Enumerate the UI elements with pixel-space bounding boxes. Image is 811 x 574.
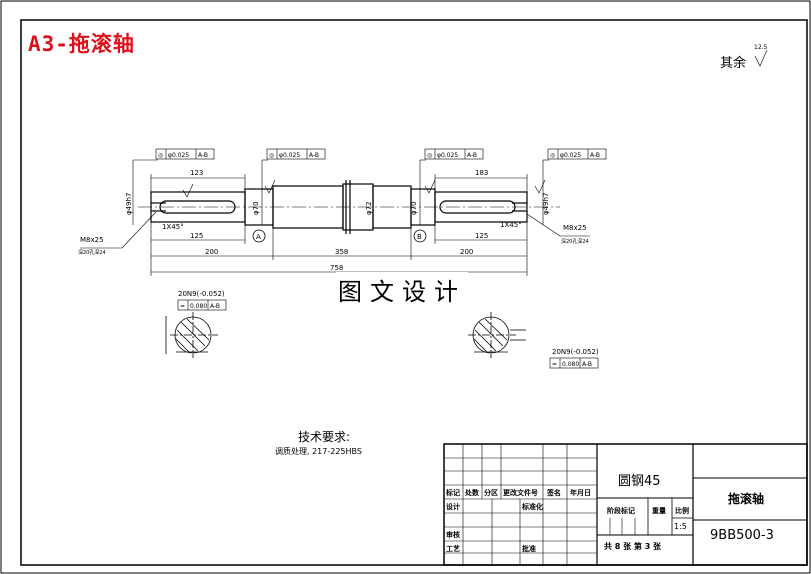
tb-material: 圆钢45: [618, 474, 661, 489]
tol-3-val: φ0.025: [437, 152, 458, 159]
tol-2-sym: ◎: [269, 152, 274, 159]
section-view-left: [165, 312, 218, 358]
left-key-label: 20N9(-0.052): [178, 290, 225, 298]
shaft-body: [150, 180, 528, 234]
tol-1-sym: ◎: [158, 152, 163, 159]
tol-4-sym: ◎: [550, 152, 555, 159]
roughness-note: 其余: [720, 52, 746, 71]
dim-total: 758: [330, 264, 343, 272]
tol-3-sym: ◎: [427, 152, 432, 159]
tol-4-ref: A-B: [590, 152, 600, 159]
watermark: 图文设计: [336, 272, 468, 307]
tech-line: 调质处理, 217-225HBS: [275, 447, 362, 456]
tb-stage: 阶段标记: [607, 507, 635, 515]
dia-left: φ49h7: [125, 193, 133, 215]
tb-scale: 1:5: [674, 522, 687, 531]
right-key-sym: =: [552, 361, 557, 368]
thread-right: M8x25: [563, 224, 587, 232]
dia-b2: φ70: [410, 201, 418, 215]
dim-125-right: 125: [475, 232, 488, 240]
dim-200-left: 200: [205, 248, 218, 256]
tb-col-5: 年月日: [570, 489, 591, 497]
tol-2-ref: A-B: [309, 152, 319, 159]
left-key-val: 0.080: [190, 303, 207, 310]
tb-standardize: 标准化: [522, 503, 543, 511]
dim-123: 123: [190, 169, 203, 177]
tb-approve: 批准: [522, 545, 536, 553]
right-key-label: 20N9(-0.052): [552, 348, 599, 356]
tb-review: 审核: [446, 531, 460, 539]
tb-scale-label: 比例: [675, 507, 689, 515]
tb-drawing-no: 9BB500-3: [710, 528, 774, 543]
sheet-border-inner: [20, 19, 808, 566]
roughness-label: 其余: [720, 56, 747, 71]
tb-col-0: 标记: [446, 489, 460, 497]
dia-b1: φ70: [252, 201, 260, 215]
datum-b-label: B: [417, 233, 422, 241]
thread-left-note: 深20孔深24: [78, 249, 106, 256]
tb-part-name: 拖滚轴: [728, 492, 765, 506]
roughness-value: 12.5: [754, 44, 768, 51]
dim-358: 358: [335, 248, 348, 256]
tol-4-val: φ0.025: [560, 152, 581, 159]
tb-design: 设计: [446, 503, 460, 511]
thread-right-note: 深20孔深24: [561, 238, 589, 245]
left-key-sym: =: [180, 303, 185, 310]
dim-125-left: 125: [190, 232, 203, 240]
tb-weight: 重量: [652, 507, 666, 515]
tol-3-ref: A-B: [467, 152, 477, 159]
tb-col-3: 更改文件号: [503, 489, 538, 497]
title-block-grid: [443, 443, 808, 566]
dia-mid: φ72: [365, 201, 373, 215]
roughness-symbols: [182, 49, 768, 198]
tol-2-val: φ0.025: [279, 152, 300, 159]
tb-col-4: 签名: [547, 489, 561, 497]
sheet-title: A3-拖滚轴: [28, 32, 135, 56]
tech-heading: 技术要求:: [298, 430, 351, 444]
right-key-val: 0.080: [562, 361, 579, 368]
datum-a-circle: [252, 229, 266, 243]
tol-1-val: φ0.025: [168, 152, 189, 159]
dia-right: φ49h7: [542, 193, 550, 215]
datum-b-circle: [413, 229, 427, 243]
tb-sheets: 共 8 张 第 3 张: [604, 542, 662, 551]
dim-200-right: 200: [460, 248, 473, 256]
tol-1-ref: A-B: [198, 152, 208, 159]
tb-process: 工艺: [446, 545, 460, 553]
tb-col-2: 分区: [484, 489, 498, 497]
dim-183: 183: [475, 169, 488, 177]
tb-col-1: 处数: [465, 489, 479, 497]
chamfer-left: 1X45°: [162, 223, 184, 231]
datum-a-label: A: [256, 233, 261, 241]
thread-left: M8x25: [80, 236, 104, 244]
section-view-right: [468, 312, 526, 358]
dimension-lines: [80, 159, 590, 276]
right-key-ref: A-B: [582, 361, 592, 368]
left-key-ref: A-B: [210, 303, 220, 310]
chamfer-right: 1X45°: [500, 221, 522, 229]
